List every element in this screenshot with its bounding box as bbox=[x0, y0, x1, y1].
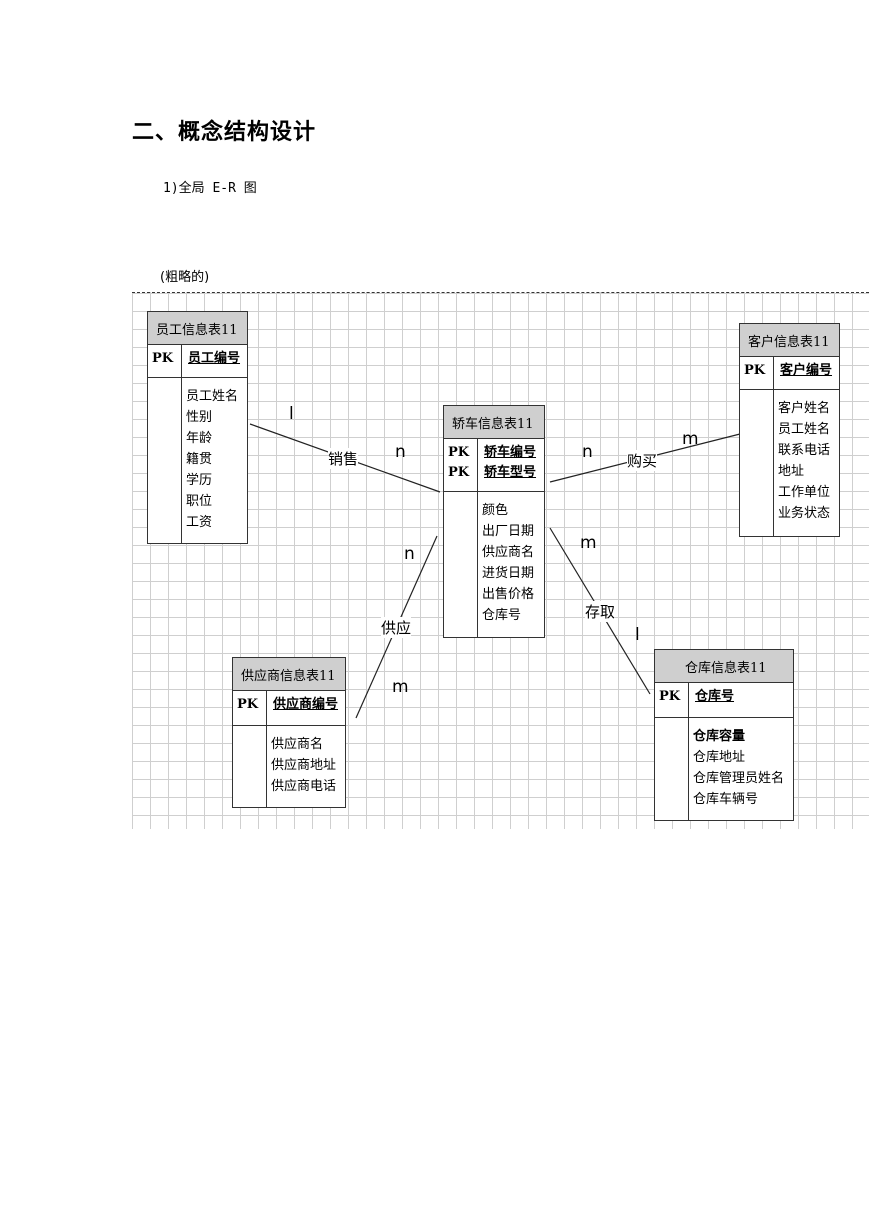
key-field: 仓库号 bbox=[695, 689, 735, 704]
attributes: 供应商名 供应商地址 供应商电话 bbox=[267, 726, 340, 807]
entity-title: 员工信息表11 bbox=[148, 312, 247, 345]
blank-cell bbox=[233, 726, 267, 807]
attributes: 仓库容量 仓库地址 仓库管理员姓名 仓库车辆号 bbox=[689, 718, 788, 820]
attr: 工资 bbox=[186, 515, 213, 530]
attr: 供应商电话 bbox=[271, 779, 337, 794]
pk-label: PK bbox=[148, 345, 182, 377]
pk-label: PK bbox=[655, 683, 689, 717]
key-field: 客户编号 bbox=[780, 363, 833, 378]
attr: 员工姓名 bbox=[186, 389, 239, 404]
attr: 仓库号 bbox=[482, 608, 522, 623]
attr: 联系电话 bbox=[778, 443, 831, 458]
key-field: 供应商编号 bbox=[273, 697, 339, 712]
attr: 员工姓名 bbox=[778, 422, 831, 437]
entity-title: 轿车信息表11 bbox=[444, 406, 544, 439]
cardinality-supply-car: n bbox=[404, 544, 415, 564]
attr: 职位 bbox=[186, 494, 213, 509]
pk-label: PK bbox=[233, 691, 267, 725]
pk-label: PK PK bbox=[444, 439, 478, 491]
attr: 颜色 bbox=[482, 503, 509, 518]
entity-title: 客户信息表11 bbox=[740, 324, 839, 357]
cardinality-sell-car: n bbox=[395, 442, 406, 462]
attr: 仓库车辆号 bbox=[693, 792, 759, 807]
attr: 供应商名 bbox=[482, 545, 535, 560]
attr-row: 员工姓名 性别 年龄 籍贯 学历 职位 工资 bbox=[148, 378, 247, 543]
attr: 业务状态 bbox=[778, 506, 831, 521]
primary-keys: 轿车编号 轿车型号 bbox=[478, 439, 542, 491]
key-field: 轿车编号 bbox=[484, 445, 537, 460]
attr: 供应商名 bbox=[271, 737, 324, 752]
pk-row: PK 客户编号 bbox=[740, 357, 839, 390]
pk-row: PK 员工编号 bbox=[148, 345, 247, 378]
pk-row: PK PK 轿车编号 轿车型号 bbox=[444, 439, 544, 492]
attr-row: 仓库容量 仓库地址 仓库管理员姓名 仓库车辆号 bbox=[655, 718, 793, 820]
primary-keys: 员工编号 bbox=[182, 345, 246, 377]
attributes: 颜色 出厂日期 供应商名 进货日期 出售价格 仓库号 bbox=[478, 492, 538, 637]
cardinality-sell-employee: l bbox=[289, 404, 294, 424]
attr: 学历 bbox=[186, 473, 213, 488]
relationship-store-label: 存取 bbox=[585, 601, 616, 622]
attr: 仓库管理员姓名 bbox=[693, 771, 785, 786]
attr: 年龄 bbox=[186, 431, 213, 446]
entity-warehouse: 仓库信息表11 PK 仓库号 仓库容量 仓库地址 仓库管理员姓名 仓库车辆号 bbox=[654, 649, 794, 821]
attr: 地址 bbox=[778, 464, 805, 479]
attr: 进货日期 bbox=[482, 566, 535, 581]
pk-row: PK 供应商编号 bbox=[233, 691, 345, 726]
attr-row: 颜色 出厂日期 供应商名 进货日期 出售价格 仓库号 bbox=[444, 492, 544, 637]
cardinality-buy-car: n bbox=[582, 442, 593, 462]
attributes: 客户姓名 员工姓名 联系电话 地址 工作单位 业务状态 bbox=[774, 390, 834, 536]
key-field: 轿车型号 bbox=[484, 465, 537, 480]
cardinality-supply-supplier: m bbox=[392, 677, 409, 697]
pk-row: PK 仓库号 bbox=[655, 683, 793, 718]
entity-supplier: 供应商信息表11 PK 供应商编号 供应商名 供应商地址 供应商电话 bbox=[232, 657, 346, 808]
attr: 仓库地址 bbox=[693, 750, 746, 765]
blank-cell bbox=[444, 492, 478, 637]
attr: 仓库容量 bbox=[693, 729, 746, 744]
cardinality-store-car: m bbox=[580, 533, 597, 553]
entity-car: 轿车信息表11 PK PK 轿车编号 轿车型号 颜色 出厂日期 供应商名 进货日… bbox=[443, 405, 545, 638]
entity-employee: 员工信息表11 PK 员工编号 员工姓名 性别 年龄 籍贯 学历 职位 工资 bbox=[147, 311, 248, 544]
key-field: 员工编号 bbox=[188, 351, 241, 366]
attr: 工作单位 bbox=[778, 485, 831, 500]
pk-label-1: PK bbox=[448, 445, 470, 460]
entity-title: 仓库信息表11 bbox=[655, 650, 793, 683]
blank-cell bbox=[148, 378, 182, 543]
section-heading: 二、概念结构设计 bbox=[132, 120, 317, 145]
attr: 性别 bbox=[186, 410, 213, 425]
cardinality-buy-customer: m bbox=[682, 429, 699, 449]
primary-keys: 供应商编号 bbox=[267, 691, 344, 725]
pk-label-2: PK bbox=[448, 465, 470, 480]
cardinality-store-warehouse: l bbox=[635, 625, 640, 645]
attr: 出厂日期 bbox=[482, 524, 535, 539]
primary-keys: 仓库号 bbox=[689, 683, 740, 717]
note: (粗略的) bbox=[160, 270, 210, 285]
relationship-supply-label: 供应 bbox=[381, 617, 412, 638]
attr: 供应商地址 bbox=[271, 758, 337, 773]
pk-label: PK bbox=[740, 357, 774, 389]
entity-customer: 客户信息表11 PK 客户编号 客户姓名 员工姓名 联系电话 地址 工作单位 业… bbox=[739, 323, 840, 537]
relationship-buy-label: 购买 bbox=[627, 450, 658, 471]
subheading: 1)全局 E-R 图 bbox=[163, 181, 257, 196]
blank-cell bbox=[655, 718, 689, 820]
entity-title: 供应商信息表11 bbox=[233, 658, 345, 691]
attr-row: 供应商名 供应商地址 供应商电话 bbox=[233, 726, 345, 807]
attr: 出售价格 bbox=[482, 587, 535, 602]
attr-row: 客户姓名 员工姓名 联系电话 地址 工作单位 业务状态 bbox=[740, 390, 839, 536]
attr: 籍贯 bbox=[186, 452, 213, 467]
relationship-sell-label: 销售 bbox=[328, 448, 359, 469]
attributes: 员工姓名 性别 年龄 籍贯 学历 职位 工资 bbox=[182, 378, 242, 543]
primary-keys: 客户编号 bbox=[774, 357, 838, 389]
blank-cell bbox=[740, 390, 774, 536]
attr: 客户姓名 bbox=[778, 401, 831, 416]
